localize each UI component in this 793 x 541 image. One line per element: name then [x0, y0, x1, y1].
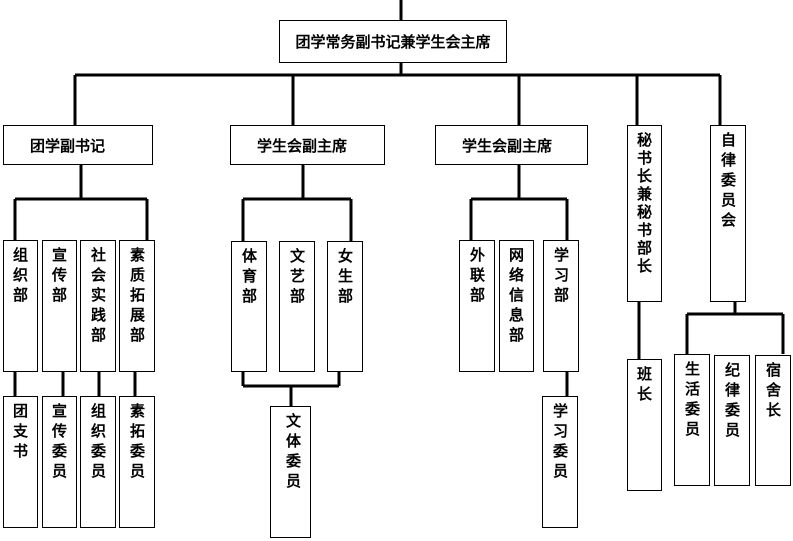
dept-node: 社会实践部: [80, 240, 116, 372]
node-self-discipline-committee: 自律委员会: [710, 125, 746, 302]
node-vice-chair-1: 学生会副主席: [230, 125, 385, 165]
node-secretary-general: 秘书长兼秘书部长: [627, 125, 662, 302]
member-node: 学习委员: [542, 396, 578, 528]
member-node: 宿舍长: [755, 355, 791, 486]
dept-node: 外联部: [459, 240, 495, 372]
dept-node: 文艺部: [279, 241, 315, 372]
member-node: 组织委员: [80, 396, 116, 528]
member-node: 生活委员: [674, 354, 710, 486]
top-node: 团学常务副书记兼学生会主席: [279, 20, 507, 63]
node-deputy-secretary: 团学副书记: [3, 125, 153, 165]
member-node: 班长: [627, 359, 662, 491]
member-node: 文体委员: [270, 406, 311, 538]
member-node: 素拓委员: [119, 396, 155, 528]
member-node: 宣传委员: [42, 396, 77, 528]
dept-node: 素质拓展部: [119, 240, 155, 372]
dept-node: 网络信息部: [499, 240, 534, 372]
dept-node: 体育部: [231, 241, 267, 372]
member-node: 团支书: [3, 396, 38, 528]
node-vice-chair-2: 学生会副主席: [435, 125, 588, 165]
dept-node: 学习部: [543, 240, 579, 372]
dept-node: 组织部: [3, 240, 38, 372]
dept-node: 女生部: [327, 241, 363, 372]
dept-node: 宣传部: [42, 240, 77, 372]
member-node: 纪律委员: [714, 355, 750, 486]
